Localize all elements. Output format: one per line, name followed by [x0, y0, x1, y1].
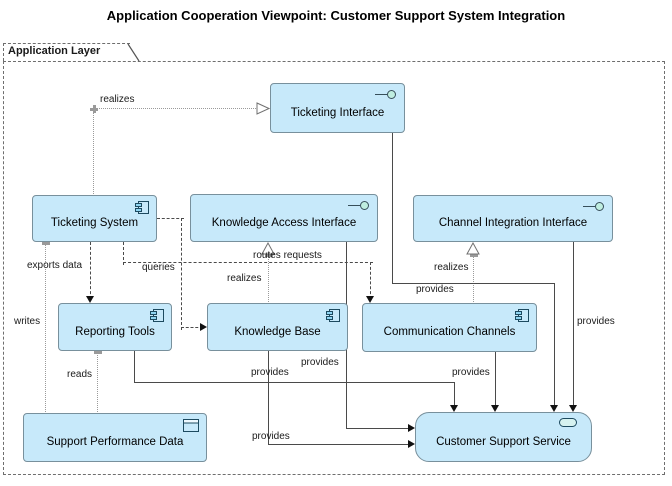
edge-label-realizes: realizes [100, 94, 135, 105]
node-channel-integration-interface[interactable]: Channel Integration Interface [413, 195, 613, 242]
diagram-title: Application Cooperation Viewpoint: Custo… [106, 8, 566, 23]
edge-label-routes-requests: routes requests [253, 250, 322, 261]
interface-icon [583, 202, 604, 211]
node-reporting-tools[interactable]: Reporting Tools [58, 303, 172, 351]
service-icon [559, 418, 577, 427]
edge-exports-data [90, 242, 91, 299]
edge-label-provides: provides [416, 284, 454, 295]
edge-provides-rt [134, 351, 135, 382]
edge-queries [181, 327, 203, 328]
group-tab-border [3, 43, 130, 44]
node-label: Ticketing Interface [290, 106, 385, 119]
edge-queries [181, 218, 182, 330]
edge-label-provides: provides [252, 431, 290, 442]
edge-realizes-channel [473, 254, 474, 306]
edge-provides-rt [454, 382, 455, 405]
edge-provides-ti [392, 283, 554, 284]
node-support-performance-data[interactable]: Support Performance Data [23, 413, 207, 462]
component-icon [515, 309, 529, 322]
edge-label-realizes: realizes [434, 262, 469, 273]
edge-provides-ti [392, 133, 393, 283]
node-ticketing-interface[interactable]: Ticketing Interface [270, 83, 405, 133]
edge-provides-cc [495, 352, 496, 405]
edge-routes-requests [370, 262, 371, 299]
edge-writes [45, 242, 46, 416]
edge-provides-kb [268, 351, 269, 444]
edge-provides-rt [134, 382, 454, 383]
node-communication-channels[interactable]: Communication Channels [362, 303, 537, 352]
data-object-icon [183, 419, 199, 432]
edge-label-provides: provides [577, 316, 615, 327]
group-label: Application Layer [8, 45, 101, 57]
node-label: Reporting Tools [75, 325, 155, 338]
node-knowledge-access-interface[interactable]: Knowledge Access Interface [190, 194, 378, 242]
edge-routes-requests [123, 262, 373, 263]
edge-provides-kb [268, 444, 408, 445]
edge-label-queries: queries [142, 262, 175, 273]
node-customer-support-service[interactable]: Customer Support Service [415, 412, 592, 462]
node-label: Ticketing System [50, 217, 139, 229]
node-knowledge-base[interactable]: Knowledge Base [207, 303, 348, 351]
node-label: Customer Support Service [436, 435, 571, 448]
edge-queries [157, 218, 184, 219]
edge-provides-ti [554, 283, 555, 405]
edge-label-exports-data: exports data [27, 260, 83, 271]
edge-label-provides: provides [251, 367, 289, 378]
edge-realizes-ticketing [93, 108, 94, 198]
application-layer-group [3, 61, 665, 475]
edge-label-realizes: realizes [227, 273, 262, 284]
group-tab-diagonal [127, 43, 140, 62]
node-label: Support Performance Data [46, 436, 184, 448]
group-tab-border-left [3, 43, 4, 61]
interface-icon [348, 201, 369, 210]
edge-label-provides: provides [301, 357, 339, 368]
component-icon [135, 201, 149, 214]
edge-provides-cii [573, 242, 574, 405]
edge-label-writes: writes [14, 316, 41, 327]
edge-provides-kai [346, 428, 408, 429]
node-label: Knowledge Access Interface [211, 216, 357, 229]
component-icon [150, 309, 164, 322]
node-label: Communication Channels [383, 326, 516, 338]
node-label: Knowledge Base [234, 325, 321, 338]
edge-realizes-knowledge [268, 254, 269, 306]
component-icon [326, 309, 340, 322]
node-label: Channel Integration Interface [438, 217, 588, 229]
edge-label-provides: provides [452, 367, 490, 378]
edge-label-reads: reads [67, 369, 93, 380]
edge-routes-requests [123, 242, 124, 265]
edge-reads [97, 351, 98, 416]
interface-icon [375, 90, 396, 99]
edge-realizes-ticketing [93, 108, 260, 109]
node-ticketing-system[interactable]: Ticketing System [32, 195, 157, 242]
